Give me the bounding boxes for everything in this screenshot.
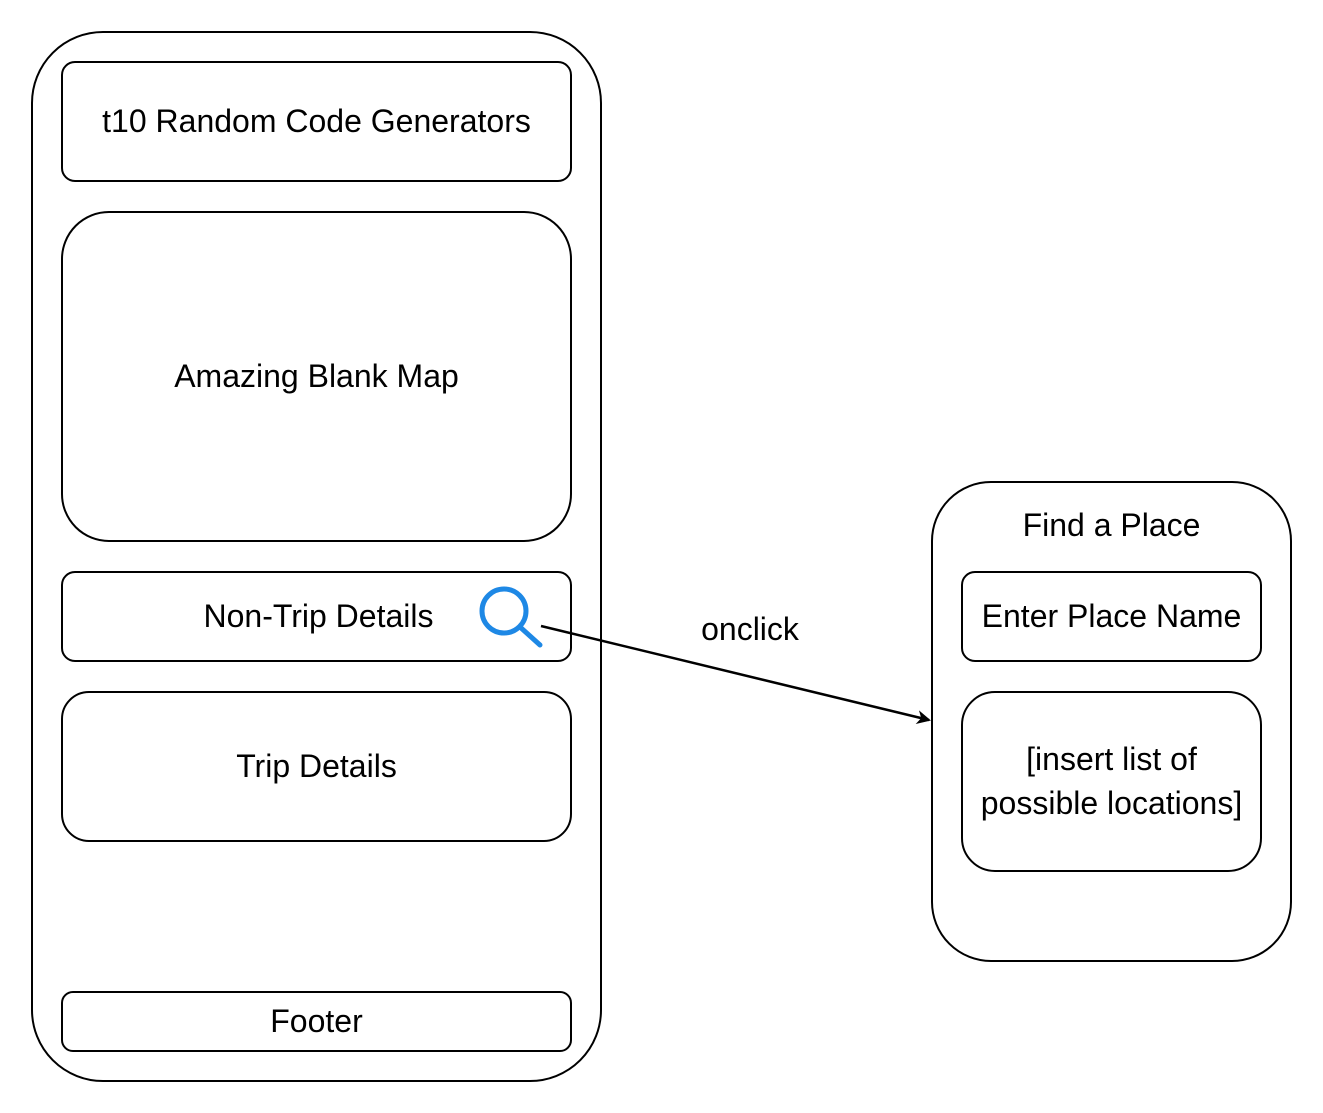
place-name-input-label: Enter Place Name: [981, 597, 1242, 634]
page-header: t10 Random Code Generators: [61, 61, 572, 182]
header-title: t10 Random Code Generators: [102, 102, 531, 139]
map-panel[interactable]: Amazing Blank Map: [61, 211, 572, 542]
onclick-edge-label: onclick: [701, 610, 799, 647]
map-label: Amazing Blank Map: [174, 357, 459, 394]
modal-title: Find a Place: [1022, 506, 1201, 543]
search-icon[interactable]: [474, 583, 546, 649]
place-name-input[interactable]: Enter Place Name: [961, 571, 1262, 662]
locations-list[interactable]: [insert list of possible locations]: [961, 691, 1262, 872]
non-trip-details-label: Non-Trip Details: [203, 597, 434, 634]
trip-details-panel: Trip Details: [61, 691, 572, 842]
phone-frame: [31, 31, 602, 1082]
locations-list-label: [insert list of possible locations]: [980, 741, 1243, 821]
footer-label: Footer: [270, 1002, 363, 1039]
trip-details-label: Trip Details: [236, 747, 397, 784]
non-trip-details-panel: Non-Trip Details: [61, 571, 572, 662]
footer: Footer: [61, 991, 572, 1052]
